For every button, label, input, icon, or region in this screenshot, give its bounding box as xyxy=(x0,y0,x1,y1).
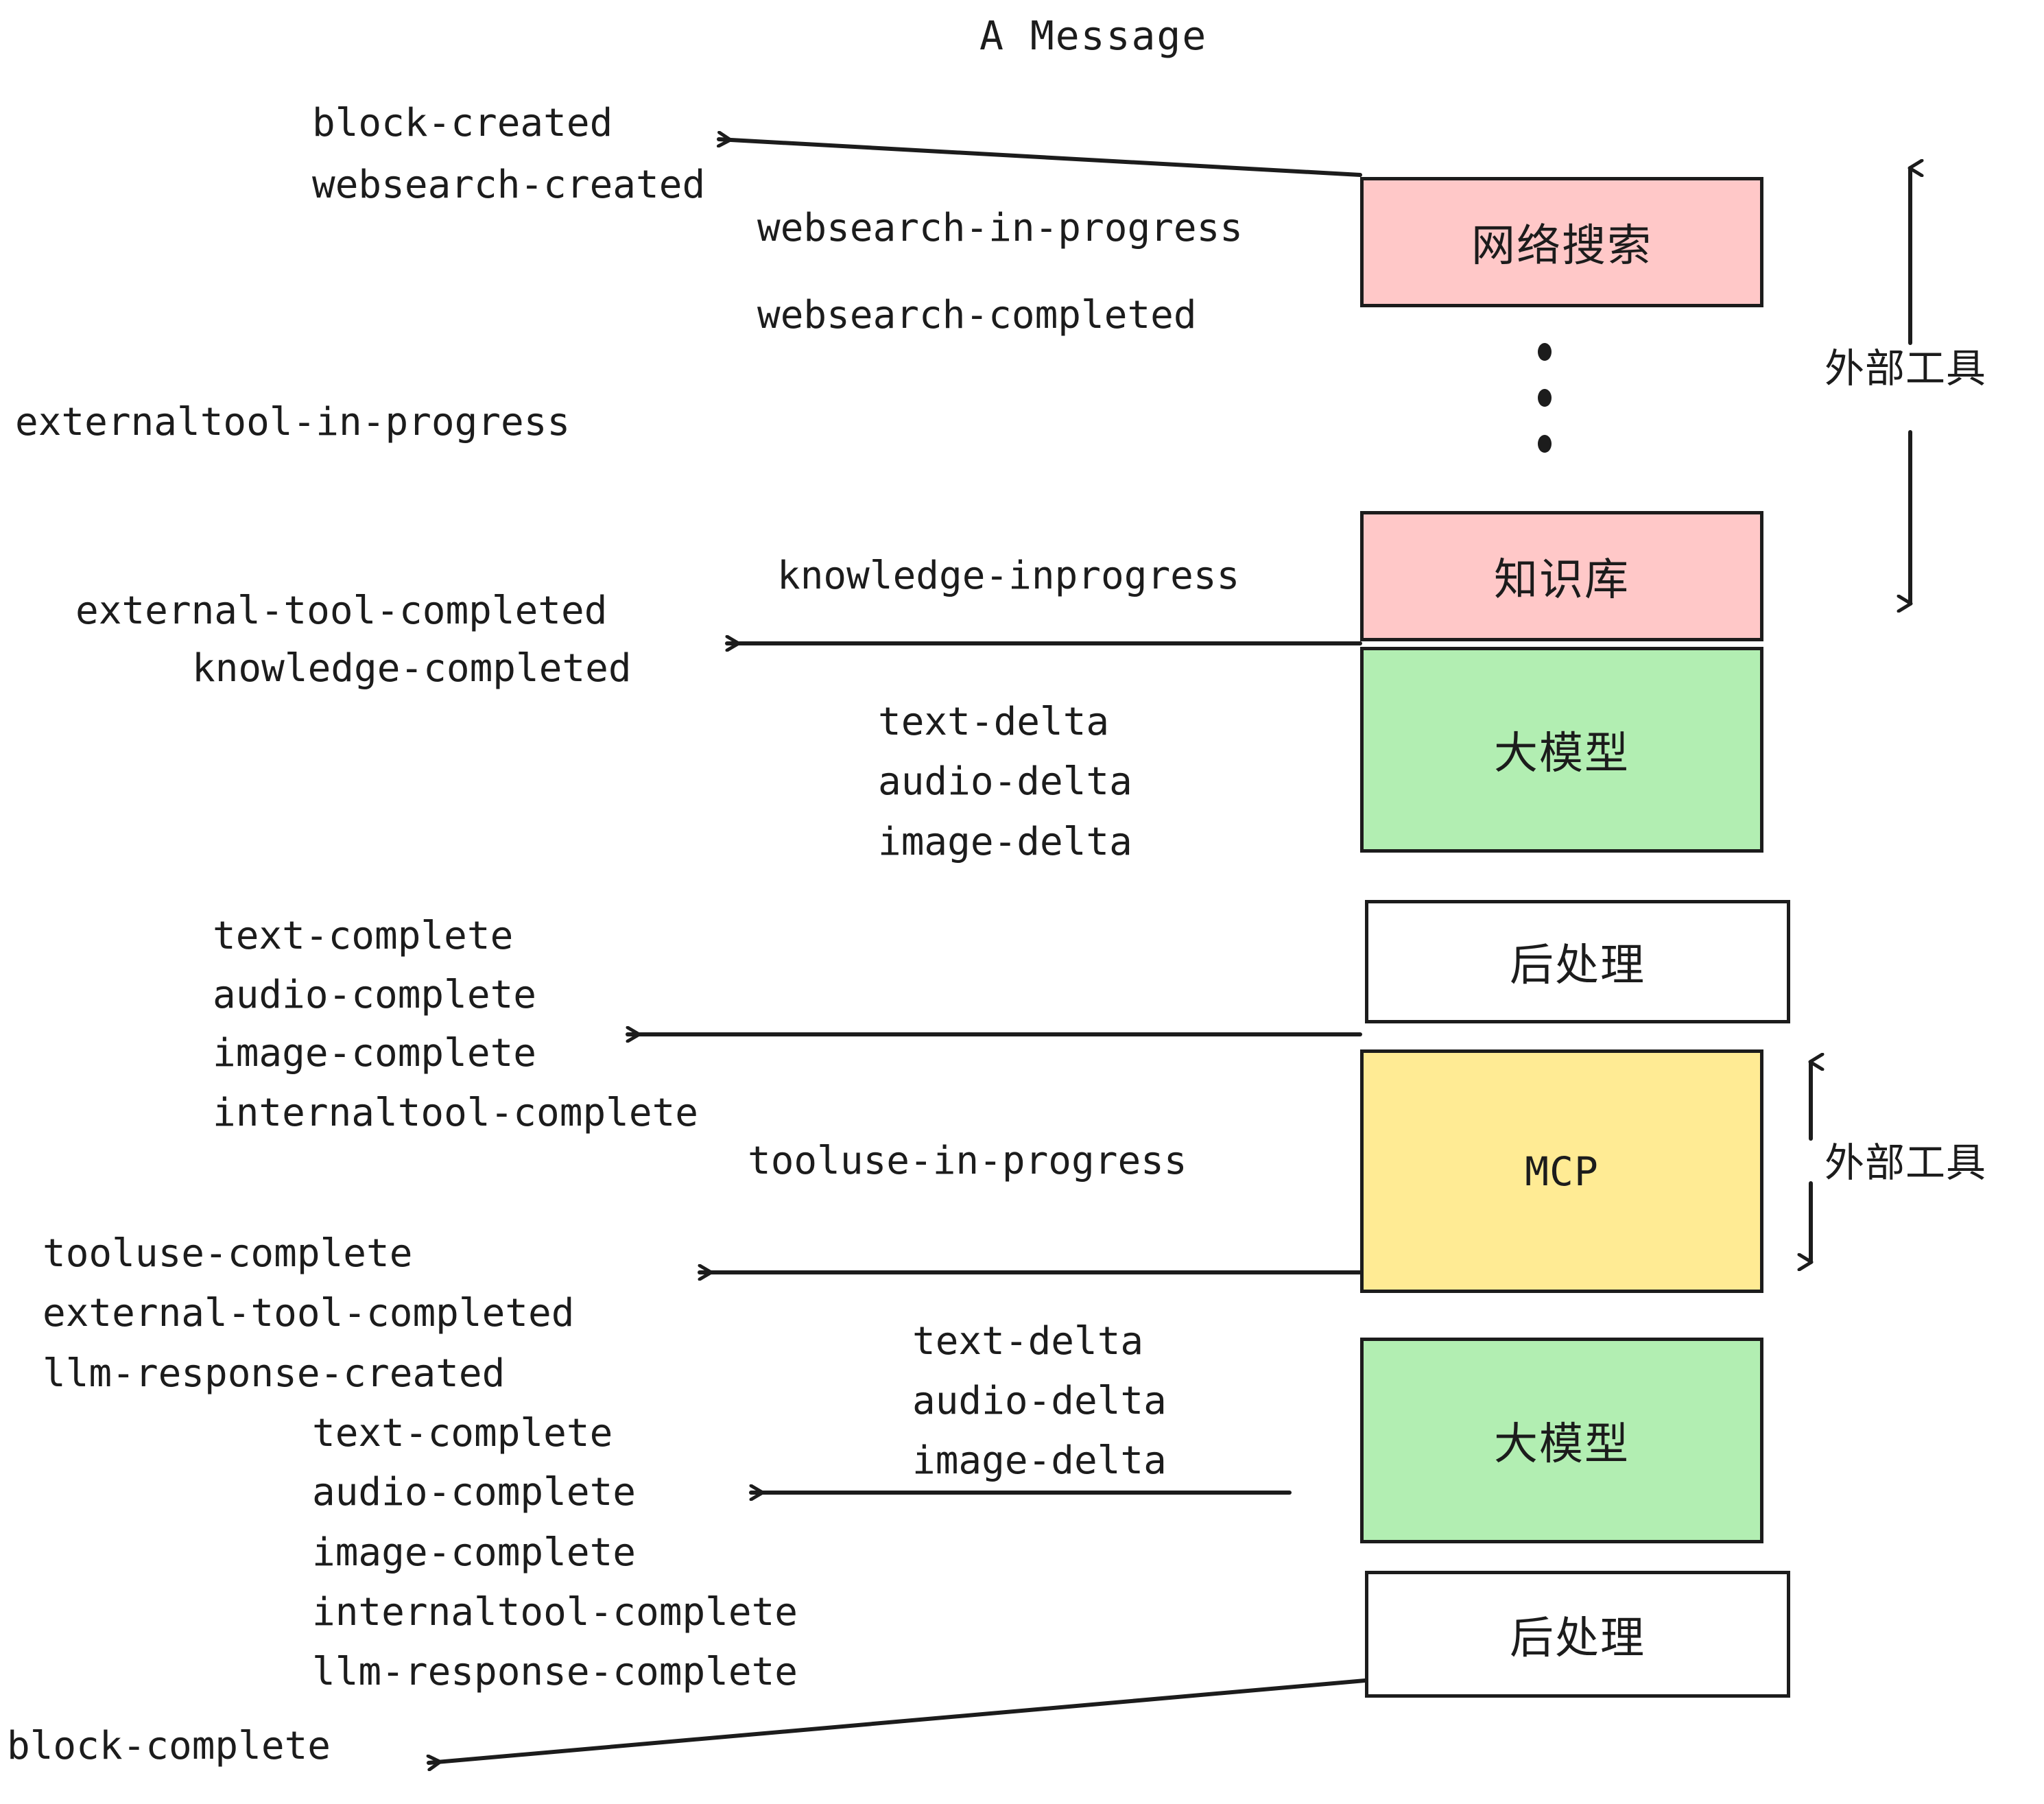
event-externaltool-in-progress: externaltool-in-progress xyxy=(15,400,571,444)
side-label-external-tool-top: 外部工具 xyxy=(1825,345,1987,392)
node-postprocess-first[interactable]: 后处理 xyxy=(1365,900,1790,1023)
node-knowledge[interactable]: 知识库 xyxy=(1360,511,1763,641)
event-image-complete-second: image-complete xyxy=(312,1530,637,1575)
event-external-tool-completed-second: external-tool-completed xyxy=(43,1291,575,1336)
event-image-delta-first: image-delta xyxy=(878,820,1132,864)
event-internaltool-complete-first: internaltool-complete xyxy=(213,1091,699,1135)
event-websearch-created: websearch-created xyxy=(312,163,706,207)
event-knowledge-inprogress: knowledge-inprogress xyxy=(777,554,1240,598)
event-audio-complete-first: audio-complete xyxy=(213,973,537,1017)
event-websearch-in-progress: websearch-in-progress xyxy=(757,206,1244,250)
event-tooluse-complete: tooluse-complete xyxy=(43,1231,413,1276)
node-postprocess-second[interactable]: 后处理 xyxy=(1365,1571,1790,1698)
event-audio-delta-first: audio-delta xyxy=(878,759,1132,804)
node-mcp[interactable]: MCP xyxy=(1360,1049,1763,1293)
event-block-complete: block-complete xyxy=(7,1724,331,1768)
node-websearch[interactable]: 网络搜索 xyxy=(1360,177,1763,307)
event-audio-complete-second: audio-complete xyxy=(312,1470,637,1515)
event-text-delta-first: text-delta xyxy=(878,700,1110,744)
event-text-delta-second: text-delta xyxy=(912,1319,1144,1364)
event-block-created: block-created xyxy=(312,101,613,145)
node-llm-first[interactable]: 大模型 xyxy=(1360,647,1763,853)
page-title: A Message xyxy=(979,12,1208,59)
node-postprocess-second-label: 后处理 xyxy=(1510,1613,1645,1664)
event-internaltool-complete-second: internaltool-complete xyxy=(312,1590,798,1635)
node-knowledge-label: 知识库 xyxy=(1494,555,1630,606)
node-llm-second-label: 大模型 xyxy=(1494,1419,1630,1470)
event-llm-response-complete: llm-response-complete xyxy=(312,1650,798,1694)
node-mcp-label: MCP xyxy=(1525,1148,1599,1195)
vertical-ellipsis-icon xyxy=(1536,343,1553,453)
node-websearch-label: 网络搜索 xyxy=(1471,221,1652,272)
node-llm-second[interactable]: 大模型 xyxy=(1360,1338,1763,1543)
event-image-complete-first: image-complete xyxy=(213,1031,537,1076)
event-llm-response-created: llm-response-created xyxy=(43,1351,506,1396)
node-postprocess-first-label: 后处理 xyxy=(1510,940,1645,991)
event-text-complete-first: text-complete xyxy=(213,914,514,958)
event-tooluse-in-progress: tooluse-in-progress xyxy=(748,1139,1187,1183)
event-websearch-completed: websearch-completed xyxy=(757,293,1197,337)
arrow-websearch-to-created xyxy=(719,139,1362,177)
event-external-tool-completed-first: external-tool-completed xyxy=(75,589,608,633)
node-llm-first-label: 大模型 xyxy=(1494,728,1630,779)
side-label-external-tool-bottom: 外部工具 xyxy=(1825,1139,1987,1186)
event-audio-delta-second: audio-delta xyxy=(912,1379,1167,1423)
event-image-delta-second: image-delta xyxy=(912,1438,1167,1483)
event-knowledge-completed: knowledge-completed xyxy=(192,646,632,691)
event-text-complete-second: text-complete xyxy=(312,1411,613,1456)
